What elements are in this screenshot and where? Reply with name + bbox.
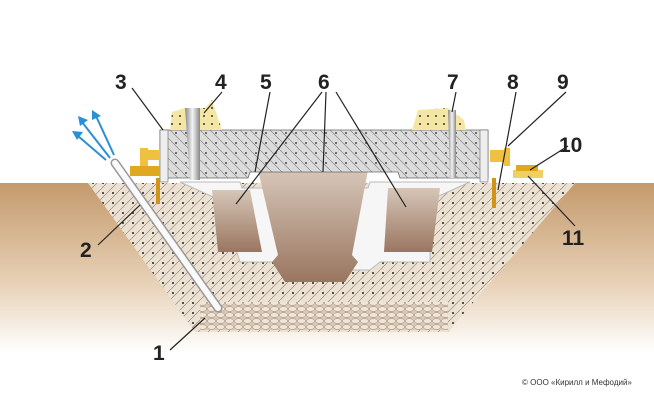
fitting-right — [490, 150, 504, 162]
fitting-right-post — [504, 148, 510, 166]
anchor-rod-right — [448, 110, 456, 178]
fitting-left-arm — [148, 150, 160, 160]
label-8: 8 — [507, 71, 519, 94]
label-1: 1 — [153, 342, 165, 365]
label-7: 7 — [447, 71, 459, 94]
label-10: 10 — [559, 134, 582, 157]
label-11: 11 — [562, 227, 585, 250]
side-board-left — [159, 129, 169, 183]
pad-right — [412, 108, 466, 130]
label-9: 9 — [557, 71, 569, 94]
shim-11 — [516, 165, 538, 171]
label-5: 5 — [260, 71, 272, 94]
block-right — [384, 188, 440, 252]
label-3: 3 — [115, 71, 127, 94]
fitting-left-post — [140, 148, 148, 166]
fitting-left — [130, 166, 160, 176]
leader-lines — [97, 87, 576, 351]
shim-10 — [513, 170, 543, 178]
block-left — [212, 190, 262, 252]
peg-right — [492, 178, 496, 208]
vent-pipe-inner — [112, 160, 221, 311]
air-flow-arrows-icon — [72, 110, 115, 161]
anchor-rod-left — [185, 108, 200, 180]
peg-left — [156, 178, 160, 204]
gravel-layer — [200, 302, 448, 330]
side-board-right — [479, 129, 489, 183]
copyright: © ООО «Кирилл и Мефодий» — [522, 378, 632, 387]
label-6: 6 — [318, 71, 330, 94]
block-center — [258, 170, 368, 282]
label-2: 2 — [80, 239, 92, 262]
label-4: 4 — [215, 71, 227, 94]
